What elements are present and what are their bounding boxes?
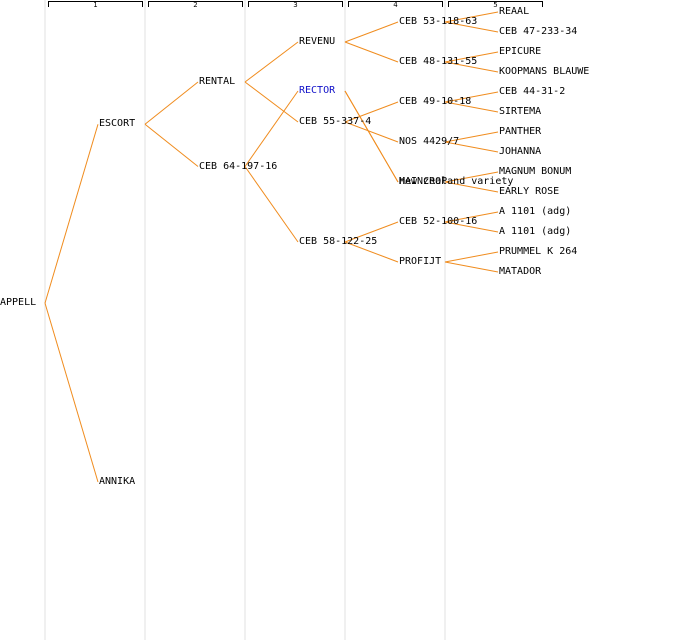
pedigree-node-ceb47: CEB 47-233-34 xyxy=(499,26,578,37)
generation-number: 2 xyxy=(193,1,198,9)
edge-maincrop-magnum xyxy=(444,171,499,183)
generation-column-line xyxy=(344,0,346,640)
generation-header: 3 xyxy=(248,1,343,9)
edge-ceb64-rector xyxy=(244,90,299,167)
pedigree-node-matador: MATADOR xyxy=(499,266,542,277)
edge-nos-johanna xyxy=(444,141,499,153)
pedigree-node-johanna: JOHANNA xyxy=(499,146,542,157)
pedigree-node-ceb49: CEB 49-10-18 xyxy=(399,96,472,107)
pedigree-node-ceb52: CEB 52-100-16 xyxy=(399,216,478,227)
edge-escort-rental xyxy=(144,81,199,125)
pedigree-node-panther: PANTHER xyxy=(499,126,542,137)
edge-profijt-matador xyxy=(444,261,499,273)
generation-number: 5 xyxy=(493,1,498,9)
generation-header: 2 xyxy=(148,1,243,9)
pedigree-node-earlyrose: EARLY ROSE xyxy=(499,186,560,197)
pedigree-node-epicure: EPICURE xyxy=(499,46,542,57)
edge-ceb58-ceb52 xyxy=(344,221,399,243)
edge-ceb55-ceb49 xyxy=(344,101,399,123)
edge-ceb48-koopmans xyxy=(444,61,499,73)
pedigree-node-annika: ANNIKA xyxy=(99,476,136,487)
pedigree-node-rental: RENTAL xyxy=(199,76,236,87)
edge-revenu-ceb48 xyxy=(344,41,399,63)
generation-number: 1 xyxy=(93,1,98,9)
pedigree-node-ceb55: CEB 55-337-4 xyxy=(299,116,372,127)
pedigree-node-ceb64: CEB 64-197-16 xyxy=(199,160,278,172)
edge-appell-escort xyxy=(44,124,99,304)
edge-escort-ceb64 xyxy=(144,123,199,167)
pedigree-node-ceb48: CEB 48-131-55 xyxy=(399,56,478,67)
pedigree-node-ceb44: CEB 44-31-2 xyxy=(499,86,566,97)
pedigree-node-nos: NOS 4429/7 xyxy=(399,136,460,147)
pedigree-node-ceb58: CEB 58-122-25 xyxy=(299,236,378,247)
pedigree-node-revenu: REVENU xyxy=(299,36,336,47)
edge-ceb52-a1101b xyxy=(444,221,499,233)
generation-number: 4 xyxy=(393,1,398,9)
edge-ceb55-nos xyxy=(344,121,399,143)
edge-ceb49-ceb44 xyxy=(444,91,499,103)
pedigree-node-appell: APPELL xyxy=(0,297,37,309)
generation-column-line xyxy=(44,0,46,640)
generation-header: 5 xyxy=(448,1,543,9)
edge-ceb52-a1101a xyxy=(444,211,499,223)
edge-rental-ceb55 xyxy=(244,81,299,123)
generation-column-line xyxy=(444,0,446,640)
pedigree-node-sirtema: SIRTEMA xyxy=(499,106,542,117)
edge-profijt-prummel xyxy=(444,251,499,263)
edge-ceb64-ceb58 xyxy=(244,166,299,243)
generation-header: 1 xyxy=(48,1,143,9)
edge-maincrop-earlyrose xyxy=(444,181,499,193)
edge-appell-annika xyxy=(44,302,99,483)
pedigree-node-nzv: new zealand variety xyxy=(399,176,514,187)
pedigree-node-reaal: REAAL xyxy=(499,6,530,17)
edge-ceb49-sirtema xyxy=(444,101,499,113)
pedigree-node-maincrop: MAINCROP xyxy=(399,176,448,187)
pedigree-node-magnum: MAGNUM BONUM xyxy=(499,166,572,177)
pedigree-node-profijt: PROFIJT xyxy=(399,256,442,267)
edge-revenu-ceb53 xyxy=(344,21,399,43)
generation-column-line xyxy=(144,0,146,640)
generation-header: 4 xyxy=(348,1,443,9)
edge-rector-maincrop xyxy=(344,90,399,183)
edge-ceb53-ceb47 xyxy=(444,21,499,33)
pedigree-node-prummel: PRUMMEL K 264 xyxy=(499,246,578,257)
edge-nos-panther xyxy=(444,131,499,143)
edge-ceb58-profijt xyxy=(344,241,399,263)
generation-number: 3 xyxy=(293,1,298,9)
pedigree-node-rector: RECTOR xyxy=(299,85,336,96)
pedigree-node-koopmans: KOOPMANS BLAUWE xyxy=(499,66,590,77)
generation-column-line xyxy=(244,0,246,640)
pedigree-node-a1101a: A 1101 (adg) xyxy=(499,206,572,217)
pedigree-node-a1101b: A 1101 (adg) xyxy=(499,226,572,237)
pedigree-node-ceb53: CEB 53-118-63 xyxy=(399,16,478,27)
pedigree-node-escort: ESCORT xyxy=(99,118,136,130)
edge-ceb48-epicure xyxy=(444,51,499,63)
edge-rental-revenu xyxy=(244,41,299,83)
edge-ceb53-reaal xyxy=(444,11,499,23)
